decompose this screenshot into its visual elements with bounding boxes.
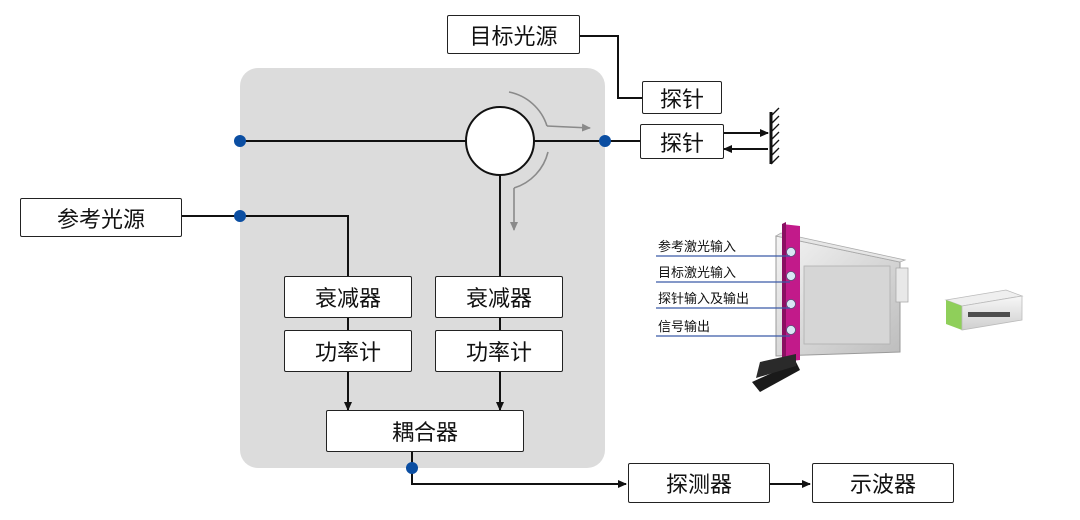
port-label-probe-io: 探针输入及输出 xyxy=(658,292,750,307)
port-label-ref-laser-in: 参考激光输入 xyxy=(658,240,737,255)
benchtop-box-photo xyxy=(944,289,1024,331)
power-meter-left-box: 功率计 xyxy=(284,330,412,372)
port-node-right xyxy=(599,135,611,147)
port-leader-lines xyxy=(656,255,790,337)
coupler-box: 耦合器 xyxy=(326,410,524,452)
target-source-box: 目标光源 xyxy=(447,15,580,54)
module-card-photo xyxy=(752,222,909,392)
power-meter-right-box: 功率计 xyxy=(435,330,563,372)
detector-box: 探测器 xyxy=(628,463,770,503)
mirror-icon xyxy=(769,107,780,165)
oscilloscope-box: 示波器 xyxy=(812,463,954,503)
port-node-output xyxy=(406,462,418,474)
port-nodes xyxy=(234,135,611,474)
circulator xyxy=(465,106,535,176)
port-label-target-laser-in: 目标激光输入 xyxy=(658,266,737,281)
circulator-flow-arrows xyxy=(508,91,591,231)
attenuator-right-box: 衰减器 xyxy=(435,276,563,318)
port-label-signal-out: 信号输出 xyxy=(658,320,711,335)
probe-right-box: 探针 xyxy=(640,124,724,159)
port-node-ref xyxy=(234,210,246,222)
module-background xyxy=(240,68,605,468)
ref-source-box: 参考光源 xyxy=(20,198,182,237)
port-node-left xyxy=(234,135,246,147)
attenuator-left-box: 衰减器 xyxy=(284,276,412,318)
probe-top-box: 探针 xyxy=(642,81,722,114)
